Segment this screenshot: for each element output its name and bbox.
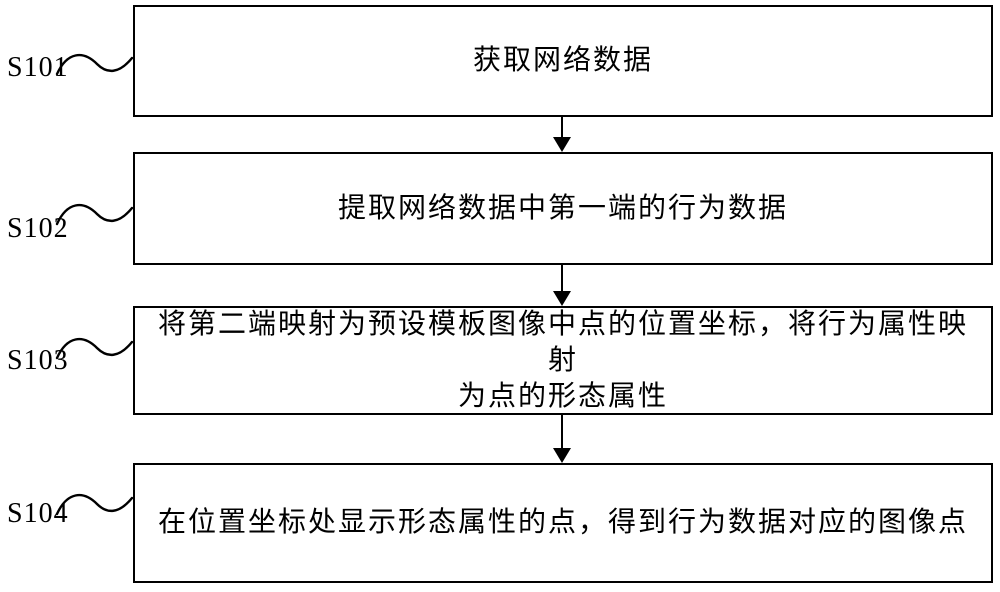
flow-arrow-down-icon [553, 415, 571, 463]
process-box-s104: 在位置坐标处显示形态属性的点，得到行为数据对应的图像点 [133, 463, 993, 583]
step-label-s103: S103 [7, 345, 69, 376]
arrow-stem [561, 117, 563, 137]
flow-arrow-down-icon [553, 117, 571, 152]
step-label-s102: S102 [7, 213, 69, 244]
process-box-s103: 将第二端映射为预设模板图像中点的位置坐标，将行为属性映射 为点的形态属性 [133, 306, 993, 415]
arrow-head [553, 291, 571, 306]
process-box-text: 为点的形态属性 [457, 380, 668, 412]
squiggle-connector-s103 [55, 338, 133, 360]
arrow-head [553, 448, 571, 463]
flow-arrow-down-icon [553, 265, 571, 306]
squiggle-connector-s101 [55, 54, 133, 76]
squiggle-connector-s102 [55, 204, 133, 226]
process-box-s101: 获取网络数据 [133, 5, 993, 117]
process-box-text: 在位置坐标处显示形态属性的点，得到行为数据对应的图像点 [157, 507, 968, 538]
process-box-text: 将第二端映射为预设模板图像中点的位置坐标，将行为属性映射 [157, 308, 968, 376]
squiggle-connector-s104 [55, 494, 133, 516]
arrow-head [553, 137, 571, 152]
arrow-stem [561, 415, 563, 448]
step-label-s101: S101 [7, 52, 69, 83]
process-box-s102: 提取网络数据中第一端的行为数据 [133, 152, 993, 265]
arrow-stem [561, 265, 563, 291]
process-box-text: 提取网络数据中第一端的行为数据 [337, 192, 788, 224]
process-box-text: 获取网络数据 [472, 45, 653, 76]
